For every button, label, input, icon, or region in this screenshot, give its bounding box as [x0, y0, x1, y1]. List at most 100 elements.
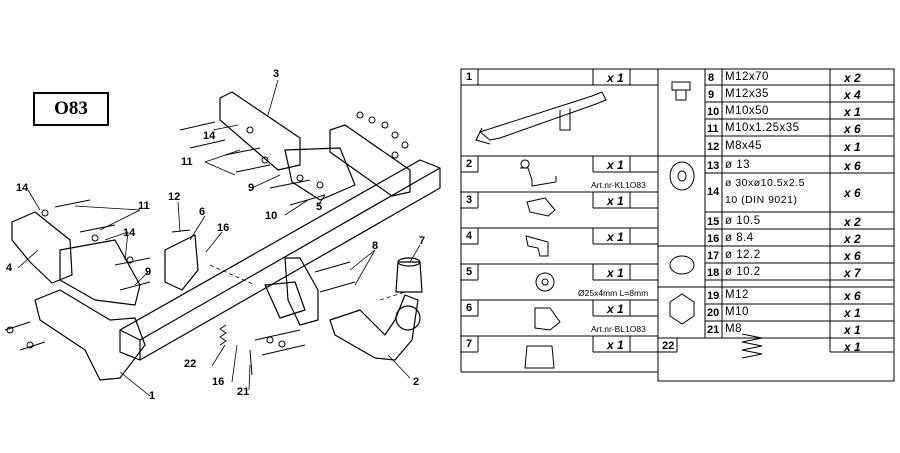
- assembly-illustration: [4, 79, 441, 397]
- callout-1: 1: [149, 390, 156, 402]
- part-qty-12: x 1: [844, 140, 861, 154]
- callout-6: 6: [199, 206, 206, 218]
- callout-9-right: 9: [248, 182, 255, 194]
- part-qty-3: x 1: [607, 194, 624, 208]
- callout-14-mid: 14: [123, 227, 136, 239]
- part-qty-22: x 1: [844, 340, 861, 354]
- part-desc-17: ø 12.2: [725, 249, 761, 261]
- callout-8: 8: [372, 240, 379, 252]
- part-qty-11: x 6: [844, 122, 861, 136]
- callout-9-left: 9: [145, 266, 152, 278]
- part-qty-7: x 1: [607, 338, 624, 352]
- callout-22: 22: [184, 358, 197, 370]
- part-qty-10: x 1: [844, 105, 861, 119]
- part-qty-15: x 2: [844, 215, 861, 229]
- part-qty-21: x 1: [844, 323, 861, 337]
- part-number-4: 4: [466, 230, 473, 242]
- part-number-13: 13: [707, 160, 720, 172]
- callout-11-left: 11: [138, 200, 150, 212]
- part-qty-19: x 6: [844, 289, 861, 303]
- part-number-18: 18: [707, 267, 720, 279]
- part-number-12: 12: [707, 141, 720, 153]
- part-desc-18: ø 10.2: [725, 266, 761, 278]
- model-code: O83: [54, 98, 88, 119]
- callout-3: 3: [273, 68, 280, 80]
- part-number-6: 6: [466, 302, 473, 314]
- part-desc-11: M10x1.25x35: [725, 122, 800, 134]
- part-qty-18: x 7: [844, 266, 861, 280]
- part-number-19: 19: [707, 290, 720, 302]
- part-number-16: 16: [707, 233, 720, 245]
- part-number-2: 2: [466, 158, 473, 170]
- callout-11-upper: 11: [181, 156, 193, 168]
- part-qty-9: x 4: [844, 88, 861, 102]
- part-number-15: 15: [707, 216, 720, 228]
- part-desc-12: M8x45: [725, 140, 763, 152]
- part-qty-17: x 6: [844, 249, 861, 263]
- bracket-thumb: [526, 197, 556, 217]
- part-number-5: 5: [466, 266, 473, 278]
- part-number-3: 3: [466, 194, 473, 206]
- part-number-8: 8: [708, 72, 715, 84]
- part-number-9: 9: [708, 89, 715, 101]
- part-desc-14: ø 30xø10.5x2.5: [725, 177, 805, 189]
- part-number-14: 14: [707, 186, 720, 198]
- part-desc-9: M12x35: [725, 88, 769, 100]
- part-qty-2: x 1: [607, 158, 624, 172]
- flat-washer-thumb: [669, 161, 695, 191]
- callout-10: 10: [265, 210, 278, 222]
- washer-thumb: [535, 272, 555, 292]
- part-desc-19: M12: [725, 289, 749, 301]
- exploded-assembly-drawing: O83 3 14 11 12 6 16 14 11 14 4 9 9 10 5 …: [4, 68, 441, 402]
- part-qty-13: x 6: [844, 159, 861, 173]
- part-desc-13: ø 13: [725, 159, 751, 171]
- socket-bracket-thumb: [534, 307, 561, 331]
- part-desc-8: M12x70: [725, 71, 769, 83]
- part-desc-14-standard: 10 (DIN 9021): [725, 194, 798, 206]
- part-number-20: 20: [707, 307, 720, 319]
- cover-thumb: [524, 345, 555, 369]
- part-desc-10: M10x50: [725, 105, 769, 117]
- part-qty-1: x 1: [607, 71, 624, 85]
- part-desc-21: M8: [725, 323, 742, 335]
- part-art-2: Art.nr-KL1O83: [591, 180, 646, 190]
- part-qty-4: x 1: [607, 230, 624, 244]
- part-number-17: 17: [707, 250, 720, 262]
- nut-thumb: [669, 293, 695, 325]
- part-desc-20: M10: [725, 306, 749, 318]
- part-number-1: 1: [466, 71, 473, 83]
- callout-7: 7: [419, 235, 426, 247]
- bolt-thumb: [671, 81, 691, 101]
- part-qty-5: x 1: [607, 266, 624, 280]
- callout-4: 4: [6, 262, 13, 274]
- callout-5: 5: [316, 201, 323, 213]
- callout-16-lower: 16: [212, 376, 225, 388]
- part-number-21: 21: [707, 324, 720, 336]
- spring-washer-thumb: [669, 255, 695, 275]
- part-art-5: Ø25x4mm L=8mm: [578, 288, 649, 298]
- part-qty-8: x 2: [844, 71, 861, 85]
- callout-12: 12: [168, 191, 181, 203]
- part-qty-20: x 1: [844, 306, 861, 320]
- part-art-6: Art.nr-BL1O83: [591, 324, 646, 334]
- part-desc-15: ø 10.5: [725, 215, 761, 227]
- part-number-22: 22: [662, 340, 675, 352]
- part-qty-14: x 6: [844, 186, 861, 200]
- spring-thumb: [741, 333, 763, 359]
- part-desc-16: ø 8.4: [725, 232, 754, 244]
- callout-14-left: 14: [16, 182, 29, 194]
- part-number-10: 10: [707, 106, 720, 118]
- plate-thumb: [525, 235, 549, 257]
- part-qty-16: x 2: [844, 232, 861, 246]
- callout-16-upper: 16: [217, 222, 230, 234]
- tow-bar-thumb: [475, 91, 607, 145]
- part-number-7: 7: [466, 338, 473, 350]
- part-qty-6: x 1: [607, 302, 624, 316]
- model-code-box: O83: [33, 92, 109, 126]
- ball-neck-thumb: [520, 159, 557, 187]
- callout-2: 2: [413, 376, 420, 388]
- part-number-11: 11: [707, 123, 719, 135]
- callout-21: 21: [237, 386, 250, 398]
